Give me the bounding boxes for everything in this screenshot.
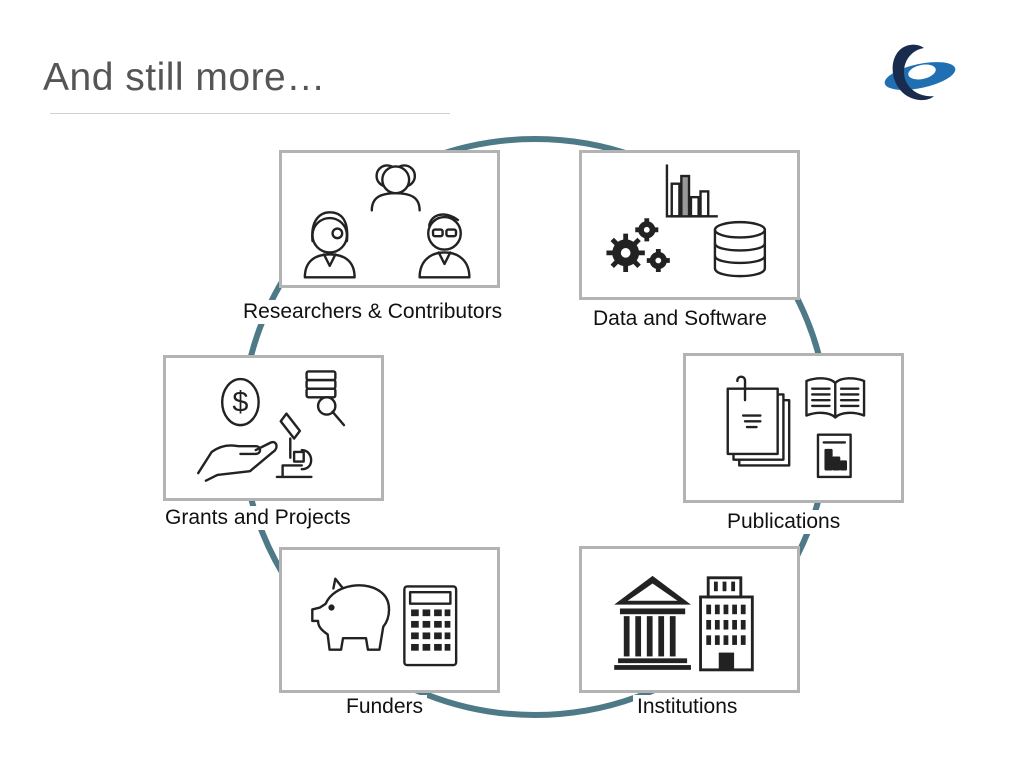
people-icon <box>303 164 471 279</box>
publications-icon <box>726 375 866 479</box>
publications-label: Publications <box>723 510 845 534</box>
piggy-bank-calculator-icon <box>311 577 458 667</box>
data-software-icon <box>606 164 767 278</box>
institutions-label: Institutions <box>633 695 742 719</box>
data-software-box <box>579 150 800 300</box>
svg-text:$: $ <box>232 387 248 419</box>
funders-box <box>279 547 500 693</box>
researchers-box <box>279 150 500 288</box>
title-underline <box>50 113 450 114</box>
funders-label: Funders <box>342 695 428 719</box>
company-logo-icon <box>884 44 956 101</box>
slide-title: And still more… <box>43 56 326 99</box>
publications-box <box>683 353 904 503</box>
institution-buildings-icon <box>614 575 754 672</box>
grants-projects-label: Grants and Projects <box>161 506 355 530</box>
institutions-box <box>579 546 800 693</box>
researchers-label: Researchers & Contributors <box>239 300 507 324</box>
grants-projects-box: $ <box>163 355 384 501</box>
grants-projects-icon: $ <box>197 370 346 482</box>
data-software-label: Data and Software <box>589 307 771 331</box>
